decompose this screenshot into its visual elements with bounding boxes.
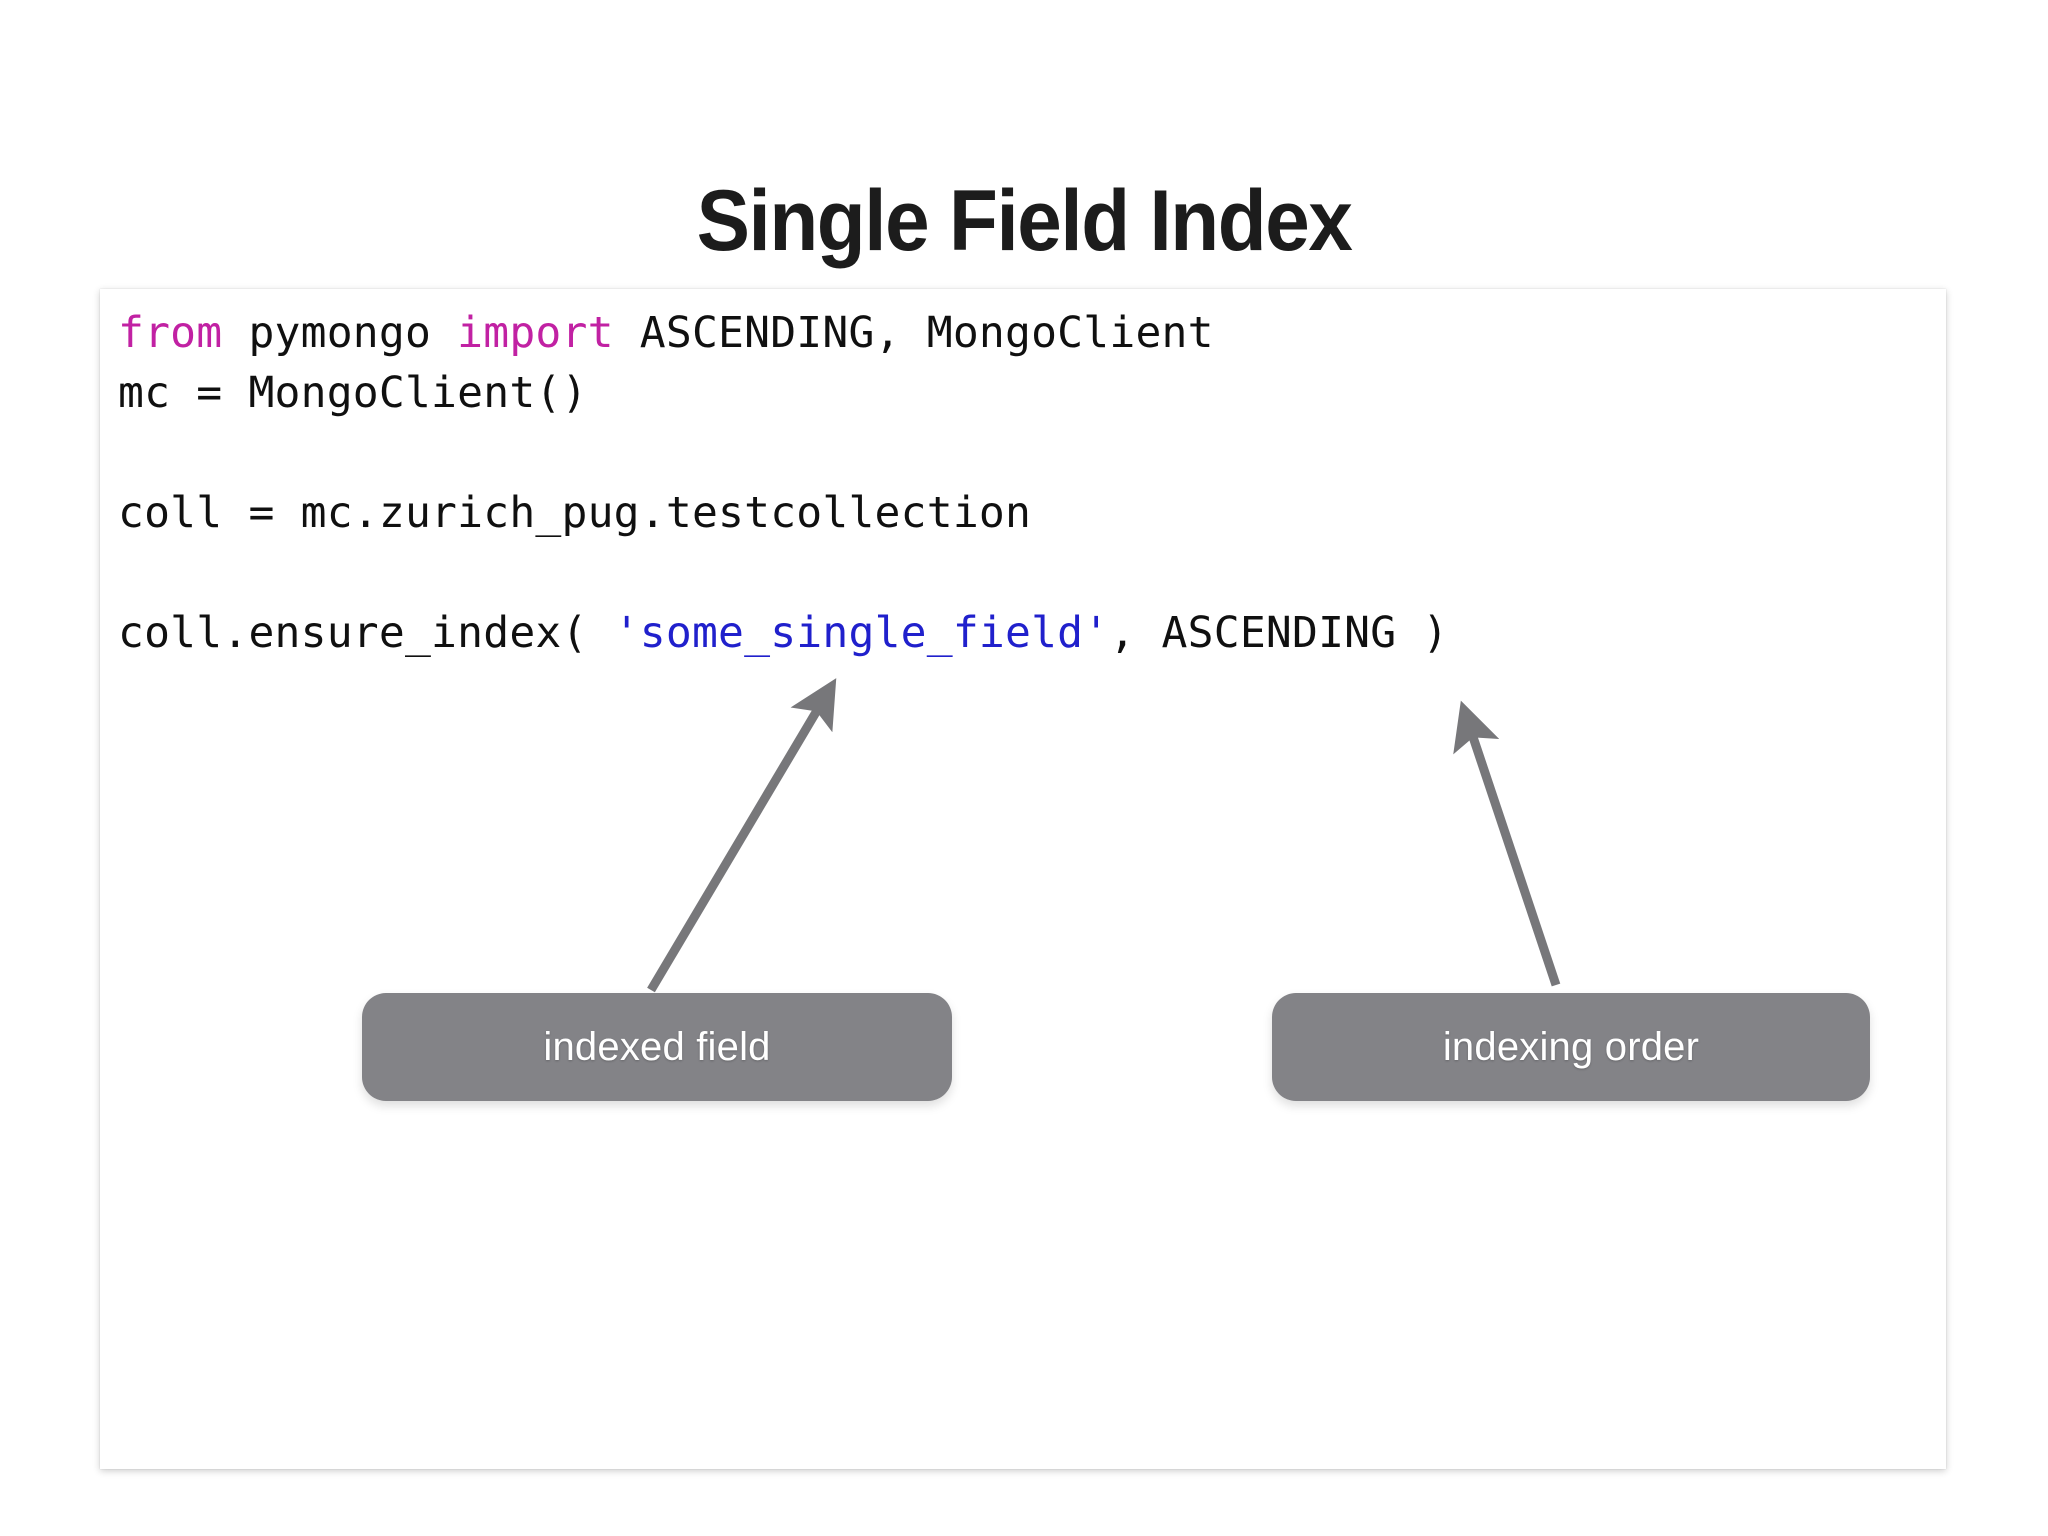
code-token-plain: , ASCENDING ) bbox=[1109, 608, 1449, 658]
page-title: Single Field Index bbox=[696, 172, 1353, 269]
code-block: from pymongo import ASCENDING, MongoClie… bbox=[118, 303, 1946, 663]
line-blank-2 bbox=[118, 543, 1946, 603]
callout-label: indexed field bbox=[543, 1024, 771, 1069]
code-token-keyword: import bbox=[457, 308, 614, 358]
callout-label: indexing order bbox=[1442, 1024, 1700, 1069]
line-ensure-index: coll.ensure_index( 'some_single_field', … bbox=[118, 603, 1946, 663]
code-token-plain: ASCENDING, MongoClient bbox=[613, 308, 1214, 358]
line-client: mc = MongoClient() bbox=[118, 363, 1946, 423]
code-token-string: 'some_single_field' bbox=[613, 608, 1110, 658]
code-token-plain: coll = mc.zurich_pug.testcollection bbox=[118, 488, 1032, 538]
code-panel: from pymongo import ASCENDING, MongoClie… bbox=[100, 289, 1946, 1469]
callout-indexing-order: indexing order bbox=[1272, 993, 1870, 1101]
line-import: from pymongo import ASCENDING, MongoClie… bbox=[118, 303, 1946, 363]
line-collection: coll = mc.zurich_pug.testcollection bbox=[118, 483, 1946, 543]
callout-indexed-field: indexed field bbox=[362, 993, 952, 1101]
line-blank-1 bbox=[118, 423, 1946, 483]
code-token-plain: coll.ensure_index( bbox=[118, 608, 614, 658]
code-token-keyword: from bbox=[118, 308, 223, 358]
code-token-plain: mc = MongoClient() bbox=[118, 368, 588, 418]
code-token-plain: pymongo bbox=[222, 308, 458, 358]
